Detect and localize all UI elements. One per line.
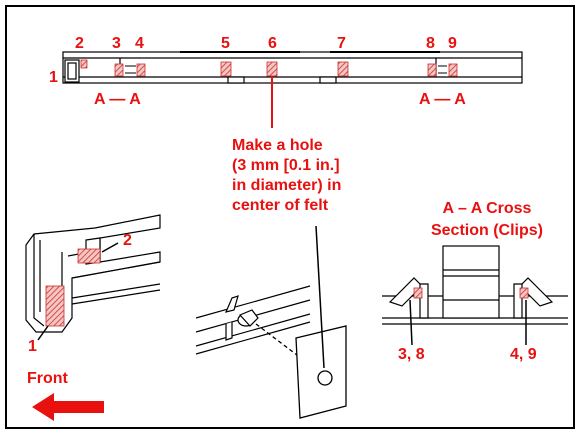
- clip-felt-left: [413, 287, 423, 299]
- detail-label-1: 1: [28, 338, 37, 355]
- label-4: 4: [135, 35, 144, 52]
- label-5: 5: [221, 35, 230, 52]
- label-1-leader: [37, 325, 49, 341]
- label-8: 8: [426, 35, 435, 52]
- section-label-right: A — A: [419, 91, 466, 108]
- section-label-left: A — A: [94, 91, 141, 108]
- detail-label-2: 2: [123, 232, 132, 249]
- felt-hole: [317, 370, 333, 386]
- top-view-felt-pads: [80, 59, 458, 77]
- top-view-clips: [125, 65, 447, 74]
- label-9: 9: [448, 35, 457, 52]
- label-2: 2: [75, 35, 84, 52]
- hole-instruction-note: Make a hole (3 mm [0.1 in.] in diameter)…: [232, 137, 342, 214]
- felt-pad-1-detail: [45, 285, 65, 327]
- clip-label-left: 3, 8: [398, 346, 425, 363]
- label-1: 1: [49, 69, 58, 86]
- clip-label-right: 4, 9: [510, 346, 537, 363]
- cross-section-drawing: [382, 245, 568, 325]
- label-3: 3: [112, 35, 121, 52]
- front-label: Front: [27, 370, 68, 387]
- pin-detail: [195, 285, 311, 355]
- top-view-bar: [62, 51, 523, 84]
- label-7: 7: [337, 35, 346, 52]
- label-6: 6: [268, 35, 277, 52]
- felt-leader-line: [315, 225, 325, 369]
- clip-felt-right: [519, 287, 529, 299]
- front-arrow-icon: [32, 393, 104, 421]
- cross-section-title: A – A Cross Section (Clips): [430, 200, 543, 239]
- label-2-leader: [101, 242, 119, 253]
- clip-left-leader: [409, 299, 413, 346]
- felt-pad-2-detail: [77, 248, 101, 264]
